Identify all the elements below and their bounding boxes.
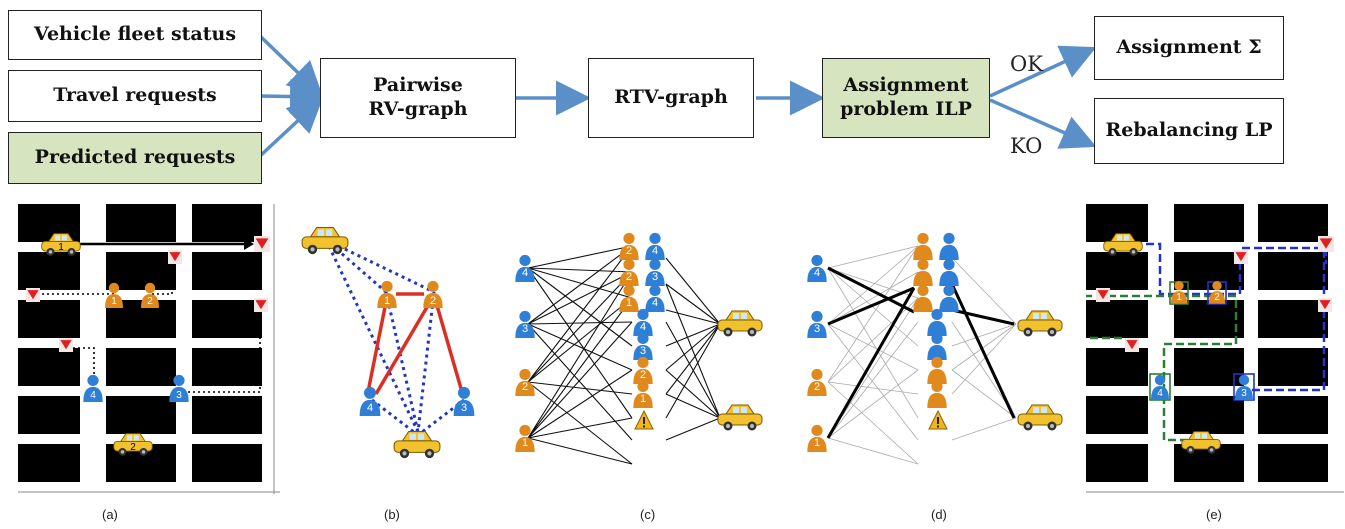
person-icon	[927, 356, 947, 384]
request-id-label: 2	[147, 296, 153, 307]
request-id-label: 2	[522, 381, 528, 393]
panel-label-d: (d)	[931, 507, 947, 522]
panel-label-a: (a)	[102, 507, 118, 522]
taxi-icon	[1017, 310, 1063, 337]
request-id-label: 4	[522, 267, 528, 279]
request-id-label: 1	[522, 437, 528, 449]
person-icon	[939, 258, 959, 286]
destination-flag-icon	[254, 298, 268, 312]
request-id-label: 4	[367, 402, 373, 414]
warning-icon	[928, 410, 948, 430]
taxi-icon	[717, 310, 763, 337]
request-id-label: 1	[626, 297, 632, 309]
request-id-label: 3	[640, 345, 646, 357]
request-id-label: 1	[1176, 292, 1182, 303]
request-id-label: 3	[176, 390, 182, 401]
request-id-label: 2	[626, 245, 632, 257]
request-id-label: 3	[461, 402, 467, 414]
destination-flag-icon	[254, 236, 270, 252]
panel-a-city-grid: 1 2 4 3 1 2	[18, 204, 280, 494]
rtv-graph-box: RTV-graph	[588, 58, 754, 138]
destination-flag-icon	[1318, 236, 1334, 252]
person-icon	[927, 332, 947, 360]
destination-flag-icon	[168, 250, 182, 264]
person-icon	[927, 380, 947, 408]
request-id-label: 2	[640, 369, 646, 381]
destination-flag-icon	[1125, 338, 1139, 352]
panel-c-rtv-graph: 4 3 2 1 2 4 2 3 1 4 4 3 2 1	[515, 232, 763, 465]
request-id-label: 4	[814, 267, 820, 279]
destination-flag-icon	[1234, 250, 1248, 264]
vehicle-fleet-status-box: Vehicle fleet status	[8, 10, 262, 60]
arrow-predicted-to-rv	[258, 97, 324, 158]
person-icon	[913, 258, 933, 286]
panel-label-c: (c)	[640, 507, 656, 522]
ko-label: KO	[1010, 134, 1043, 158]
arrow-fleet-to-rv	[258, 34, 324, 97]
request-id-label: 1	[111, 296, 117, 307]
taxi-icon	[393, 430, 441, 459]
arrow-travel-to-rv	[259, 79, 325, 115]
destination-flag-icon	[1096, 288, 1110, 302]
request-id-label: 4	[640, 321, 646, 333]
request-id-label: 4	[90, 390, 96, 401]
request-id-label: 4	[1157, 388, 1163, 399]
rebalancing-lp-box: Rebalancing LP	[1094, 98, 1284, 164]
panel-e-solution-routes: 1 2 4 3	[1086, 204, 1344, 493]
person-icon	[939, 232, 959, 260]
request-id-label: 1	[640, 393, 646, 405]
arrow-ilp-to-rebalancing	[989, 98, 1097, 149]
request-id-label: 4	[652, 297, 658, 309]
request-id-label: 2	[430, 295, 436, 307]
panel-label-e: (e)	[1206, 507, 1222, 522]
person-icon	[927, 308, 947, 336]
predicted-requests-box: Predicted requests	[8, 132, 262, 184]
vehicle-id-label: 1	[58, 242, 64, 253]
destination-flag-icon	[59, 338, 73, 352]
destination-flag-icon	[1318, 298, 1332, 312]
request-id-label: 3	[652, 271, 658, 283]
destination-flag-icon	[26, 288, 40, 302]
request-id-label: 3	[522, 323, 528, 335]
ok-label: OK	[1010, 52, 1043, 76]
taxi-icon	[717, 404, 763, 431]
request-id-label: 1	[384, 295, 390, 307]
warning-icon	[634, 410, 654, 430]
request-id-label: 2	[1214, 292, 1220, 303]
panel-b-rv-graph: 1 2 4 3	[301, 226, 475, 459]
panel-label-b: (b)	[384, 507, 400, 522]
vehicle-id-label: 2	[130, 442, 136, 453]
taxi-icon	[301, 226, 349, 255]
travel-requests-box: Travel requests	[8, 70, 262, 122]
assignment-sigma-box: Assignment Σ	[1094, 16, 1284, 80]
panel-d-assignment: 4 3 2 1	[807, 232, 1063, 465]
request-id-label: 2	[626, 271, 632, 283]
arrow-ilp-to-assignment	[989, 45, 1097, 98]
taxi-icon	[1017, 404, 1063, 431]
person-icon	[913, 284, 933, 312]
request-id-label: 3	[814, 323, 820, 335]
request-id-label: 1	[814, 437, 820, 449]
request-id-label: 3	[1241, 388, 1247, 399]
request-id-label: 4	[652, 245, 658, 257]
request-id-label: 2	[814, 381, 820, 393]
flow-arrows	[258, 34, 1097, 158]
